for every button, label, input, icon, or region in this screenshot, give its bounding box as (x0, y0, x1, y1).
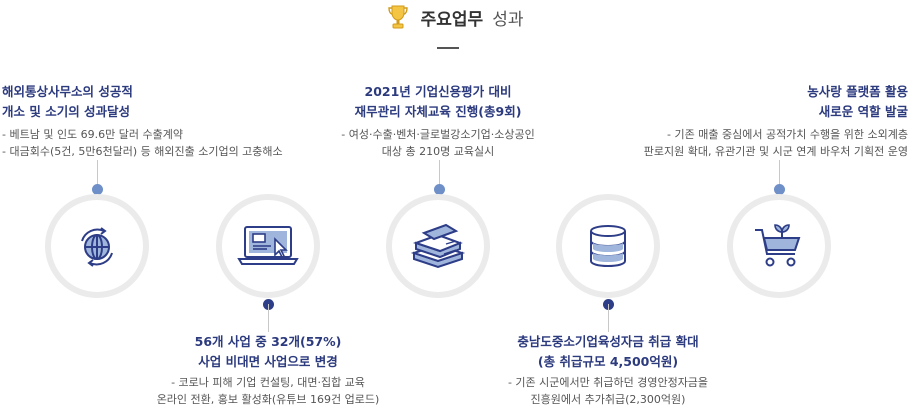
item-5-title-line-1: 농사랑 플랫폼 활용 (807, 84, 908, 99)
item-5-title-line-2: 새로운 역할 발굴 (818, 104, 908, 119)
item-5-desc: - 기존 매출 중심에서 공적가치 수행을 위한 소외계층 판로지원 확대, 유… (600, 126, 908, 160)
item-3-desc: - 여성·수출·벤처·글로벌강소기업·소상공인 대상 총 210명 교육실시 (288, 126, 588, 160)
item-3-circle (386, 194, 490, 298)
item-3-title-line-1: 2021년 기업신용평가 대비 (364, 84, 512, 99)
item-2-desc: - 코로나 피해 기업 컨설팅, 대면·집합 교육 온라인 전환, 홍보 활성화… (118, 374, 418, 408)
item-5-connector (779, 160, 780, 190)
item-3-title-line-2: 재무관리 자체교육 진행(총9회) (354, 104, 522, 119)
item-4-title: 충남도중소기업육성자금 취급 확대 (총 취급규모 4,500억원) (443, 332, 773, 372)
section-header: 주요업무 성과 (0, 4, 911, 30)
item-5-desc-line-1: - 기존 매출 중심에서 공적가치 수행을 위한 소외계층 (667, 128, 908, 141)
item-4-desc-line-1: - 기존 시군에서만 취급하던 경영안정자금을 (507, 376, 709, 389)
item-1-title-line-1: 해외통상사무소의 성공적 (2, 84, 133, 99)
item-1-circle (45, 194, 149, 298)
item-4-text: 충남도중소기업육성자금 취급 확대 (총 취급규모 4,500억원) - 기존 … (443, 332, 773, 408)
item-5-title: 농사랑 플랫폼 활용 새로운 역할 발굴 (600, 82, 908, 122)
item-4-title-line-1: 충남도중소기업육성자금 취급 확대 (517, 334, 699, 349)
item-4-circle (556, 194, 660, 298)
item-2-text: 56개 사업 중 32개(57%) 사업 비대면 사업으로 변경 - 코로나 피… (118, 332, 418, 408)
header-divider (437, 47, 459, 49)
books-icon (410, 223, 466, 269)
item-3-dot (434, 184, 445, 195)
item-3-connector (439, 160, 440, 190)
cart-sprout-icon (755, 224, 801, 267)
item-4-desc: - 기존 시군에서만 취급하던 경영안정자금을 진흥원에서 추가취급(2,300… (443, 374, 773, 408)
item-1-title: 해외통상사무소의 성공적 개소 및 소기의 성과달성 (2, 82, 302, 122)
laptop-cursor-icon (237, 226, 299, 265)
trophy-icon (388, 5, 409, 29)
item-5-circle (727, 194, 831, 298)
item-2-desc-line-2: 온라인 전환, 홍보 활성화(유튜브 169건 업로드) (156, 393, 380, 406)
item-1-desc-line-1: - 베트남 및 인도 69.6만 달러 수출계약 (2, 128, 183, 141)
item-4-desc-line-2: 진흥원에서 추가취급(2,300억원) (530, 393, 686, 406)
header-title-bold: 주요업무 (420, 9, 484, 30)
item-2-desc-line-1: - 코로나 피해 기업 컨설팅, 대면·집합 교육 (171, 376, 365, 389)
item-2-title: 56개 사업 중 32개(57%) 사업 비대면 사업으로 변경 (118, 332, 418, 372)
item-3-title: 2021년 기업신용평가 대비 재무관리 자체교육 진행(총9회) (288, 82, 588, 122)
globe-refresh-icon (81, 227, 113, 267)
item-1-connector (97, 160, 98, 190)
item-3-text: 2021년 기업신용평가 대비 재무관리 자체교육 진행(총9회) - 여성·수… (288, 82, 588, 160)
database-icon (590, 225, 626, 268)
item-2-circle (216, 194, 320, 298)
item-2-connector (268, 304, 269, 332)
item-1-title-line-2: 개소 및 소기의 성과달성 (2, 104, 131, 119)
item-2-title-line-2: 사업 비대면 사업으로 변경 (198, 354, 338, 369)
item-1-dot (92, 184, 103, 195)
item-3-desc-line-1: - 여성·수출·벤처·글로벌강소기업·소상공인 (341, 128, 535, 141)
item-1-desc-line-2: - 대금회수(5건, 5만6천달러) 등 해외진출 소기업의 고충해소 (2, 145, 283, 158)
item-4-title-line-2: (총 취급규모 4,500억원) (537, 354, 679, 369)
item-4-connector (608, 304, 609, 332)
item-1-desc: - 베트남 및 인도 69.6만 달러 수출계약 - 대금회수(5건, 5만6천… (2, 126, 302, 160)
item-5-desc-line-2: 판로지원 확대, 유관기관 및 시군 연계 바우처 기획전 운영 (643, 145, 908, 158)
item-3-desc-line-2: 대상 총 210명 교육실시 (381, 145, 495, 158)
item-5-text: 농사랑 플랫폼 활용 새로운 역할 발굴 - 기존 매출 중심에서 공적가치 수… (600, 82, 908, 160)
item-2-title-line-1: 56개 사업 중 32개(57%) (194, 334, 342, 349)
header-title-light: 성과 (492, 9, 524, 30)
item-1-text: 해외통상사무소의 성공적 개소 및 소기의 성과달성 - 베트남 및 인도 69… (2, 82, 302, 160)
item-5-dot (774, 184, 785, 195)
